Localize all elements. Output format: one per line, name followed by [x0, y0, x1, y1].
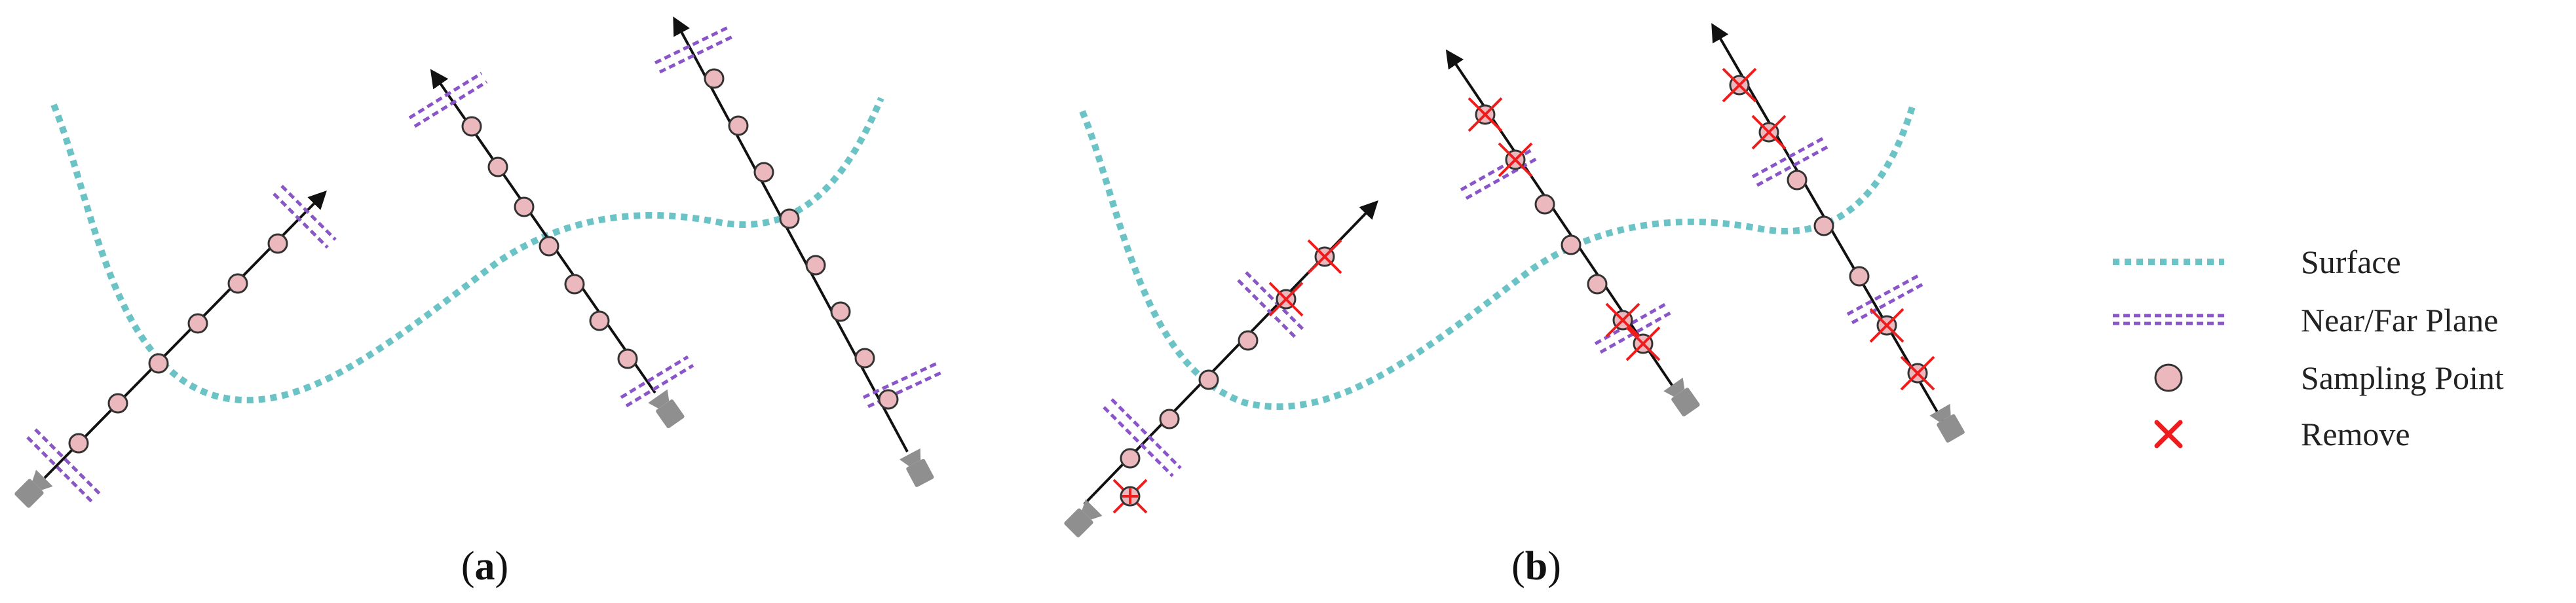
remove-x-icon [1307, 239, 1342, 274]
camera-icon [14, 469, 53, 508]
sampling-point [704, 68, 725, 89]
sampling-point [617, 348, 638, 369]
sampling-point [267, 233, 288, 254]
sampling-point [539, 236, 559, 257]
ray-b2 [1445, 49, 1700, 417]
legend-item-near-far-plane: Near/Far Plane [2113, 302, 2498, 338]
ray-a3 [654, 16, 943, 487]
legend-label: Sampling Point [2301, 359, 2504, 396]
panel-caption-b: (b) [1511, 544, 1561, 589]
sampling-points [461, 116, 638, 369]
remove-x-icon [2154, 420, 2183, 448]
sampling-point [461, 116, 482, 137]
sampling-point [68, 433, 89, 454]
remove-x-icon [1268, 282, 1304, 317]
ray-a2 [408, 69, 694, 429]
sampling-point [1813, 215, 1834, 236]
far-plane [1751, 136, 1830, 187]
sampling-point [1159, 409, 1180, 429]
sampling-point [878, 389, 899, 410]
sampling-point [1120, 448, 1141, 469]
legend: Surface Near/Far Plane Sampling Point Re… [2113, 244, 2504, 452]
sampling-point [107, 393, 128, 414]
legend-item-sampling-point: Sampling Point [2154, 359, 2504, 396]
ray-b3 [1711, 23, 1965, 443]
sampling-point [753, 162, 774, 183]
sampling-point-swatch-icon [2154, 363, 2183, 392]
legend-label: Near/Far Plane [2301, 302, 2498, 338]
legend-item-remove: Remove [2154, 416, 2410, 452]
camera-icon [1663, 377, 1700, 417]
camera-icon [648, 389, 685, 429]
remove-x-icon [1468, 97, 1503, 132]
sampling-points [68, 233, 288, 454]
far-plane [273, 185, 337, 249]
remove-x-icon [1625, 326, 1661, 361]
far-plane [654, 24, 736, 74]
panel-caption-a: (a) [461, 544, 508, 589]
surface-curve-b [1079, 103, 1916, 411]
legend-item-surface: Surface [2113, 244, 2401, 280]
sampling-point [1534, 194, 1555, 215]
remove-marks [1468, 97, 1661, 361]
sampling-point [589, 310, 610, 331]
sampling-point [1587, 274, 1608, 295]
sampling-point [148, 353, 169, 374]
near-plane [862, 361, 943, 409]
legend-label: Surface [2301, 244, 2401, 280]
ray-a1 [14, 185, 337, 508]
sampling-point [487, 156, 508, 177]
camera-icon [1929, 403, 1965, 443]
remove-marks [1112, 239, 1342, 514]
surface-curve-a [50, 97, 884, 404]
remove-x-icon [1498, 142, 1533, 177]
sampling-points [704, 68, 899, 410]
remove-x-icon [1751, 115, 1787, 150]
sampling-point [1561, 234, 1582, 255]
far-plane [408, 71, 488, 128]
near-plane [26, 428, 103, 505]
far-plane [1237, 271, 1306, 340]
camera-icon [1064, 499, 1103, 538]
panel-a: (a) [14, 16, 943, 589]
sampling-point [1238, 330, 1259, 351]
remove-marks [1722, 67, 1935, 391]
remove-x-icon [1869, 308, 1904, 343]
legend-label: Remove [2301, 416, 2410, 452]
sampling-point [854, 348, 875, 369]
near-plane [1846, 273, 1925, 325]
sampling-point [805, 255, 826, 276]
sampling-point [187, 313, 208, 334]
remove-x-icon [1605, 302, 1640, 338]
sampling-point [564, 274, 585, 295]
ray-line [673, 16, 909, 452]
sampling-point [227, 273, 248, 294]
panel-b: (b) [1064, 23, 1965, 589]
camera-icon [899, 448, 934, 487]
sampling-point [1787, 170, 1808, 191]
sampling-point [830, 301, 851, 322]
remove-x-icon [1900, 356, 1935, 391]
near-plane [620, 355, 694, 408]
sampling-point [728, 115, 749, 136]
remove-x-icon [1722, 67, 1757, 103]
sampling-point [779, 208, 800, 229]
sampling-point [514, 196, 535, 217]
near-plane [1103, 398, 1182, 477]
sampling-point [1849, 266, 1870, 287]
sampling-point [1198, 369, 1219, 390]
ray-b1 [1064, 200, 1378, 538]
